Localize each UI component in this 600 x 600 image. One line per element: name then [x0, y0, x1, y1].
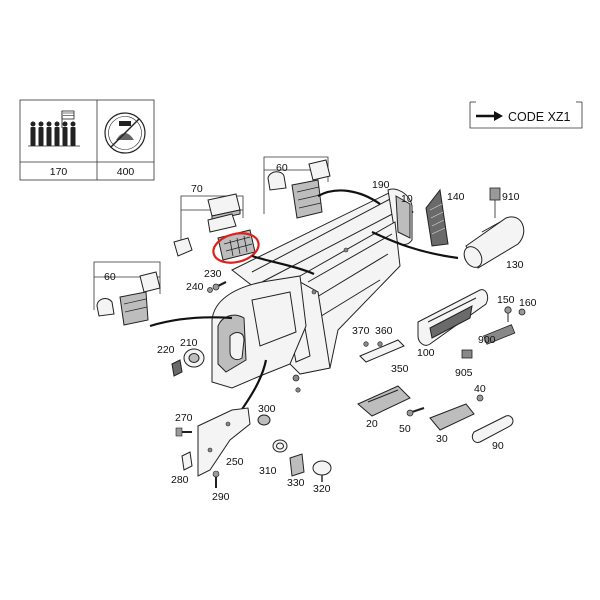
label-210: 210 [180, 337, 198, 349]
label-360: 360 [375, 325, 393, 337]
label-130: 130 [506, 259, 524, 271]
label-90: 90 [492, 440, 504, 452]
label-270: 270 [175, 412, 193, 424]
bushing-220 [171, 359, 183, 377]
screw-50 [406, 407, 425, 417]
bracket-250 [197, 407, 251, 477]
label-60-top: 60 [276, 162, 288, 174]
label-370: 370 [352, 325, 370, 337]
label-100: 100 [417, 347, 435, 359]
cap-300 [257, 414, 271, 426]
label-220: 220 [157, 344, 175, 356]
bracket-30 [429, 403, 475, 431]
label-60-left: 60 [104, 271, 116, 283]
leader-lines [149, 189, 459, 419]
label-140: 140 [447, 191, 465, 203]
clip-280 [181, 451, 193, 471]
speaker-grille-140 [425, 188, 449, 247]
code-label: CODE XZ1 [508, 110, 571, 124]
label-10: 10 [401, 193, 413, 205]
label-150: 150 [497, 294, 515, 306]
cylinder-130 [463, 216, 525, 269]
bolt-270 [175, 427, 192, 437]
label-350: 350 [391, 363, 409, 375]
label-310: 310 [259, 465, 277, 477]
knob-210 [183, 348, 205, 368]
push-pin-320 [312, 460, 332, 482]
arrow-icon [476, 111, 503, 121]
label-230: 230 [204, 268, 222, 280]
people-manual-icon [28, 110, 80, 147]
legend-label-400: 400 [117, 166, 135, 178]
latch-20 [357, 385, 411, 417]
label-20: 20 [366, 418, 378, 430]
connector-905 [461, 349, 473, 359]
bolt-230-240 [207, 281, 227, 293]
code-box: CODE XZ1 [469, 101, 583, 129]
legend-label-170: 170 [50, 166, 68, 178]
label-330: 330 [287, 477, 305, 489]
clip-910 [489, 187, 501, 218]
label-190: 190 [372, 179, 390, 191]
clip-330 [289, 453, 305, 477]
switch-900 [483, 324, 516, 345]
bolt-150 [504, 306, 512, 322]
label-250: 250 [226, 456, 244, 468]
label-320: 320 [313, 483, 331, 495]
label-240: 240 [186, 281, 204, 293]
highlighted-vent-70[interactable] [210, 229, 261, 267]
vent-parts-60-top [267, 159, 331, 219]
screw-290 [212, 470, 220, 488]
handle-350 [359, 339, 405, 363]
label-290: 290 [212, 491, 230, 503]
part-labels: 190 10 140 910 130 150 160 100 900 905 4… [157, 179, 537, 503]
screw-160 [518, 308, 526, 316]
label-50: 50 [399, 423, 411, 435]
label-160: 160 [519, 297, 537, 309]
highlight-oval [212, 232, 260, 264]
label-910: 910 [502, 191, 520, 203]
vent-parts-60-left [96, 271, 161, 326]
prohibition-icon [104, 112, 146, 154]
label-905: 905 [455, 367, 473, 379]
bolt-40 [476, 394, 484, 402]
vent-cover-70 [173, 193, 241, 257]
label-300: 300 [258, 403, 276, 415]
ring-310 [272, 439, 288, 453]
dashboard-frame [211, 188, 414, 393]
legend-table: 170 400 [19, 99, 155, 181]
label-40: 40 [474, 383, 486, 395]
trim-90 [471, 415, 514, 443]
label-70: 70 [191, 183, 203, 195]
label-900: 900 [478, 334, 496, 346]
label-30: 30 [436, 433, 448, 445]
glovebox-100 [417, 289, 489, 346]
label-280: 280 [171, 474, 189, 486]
